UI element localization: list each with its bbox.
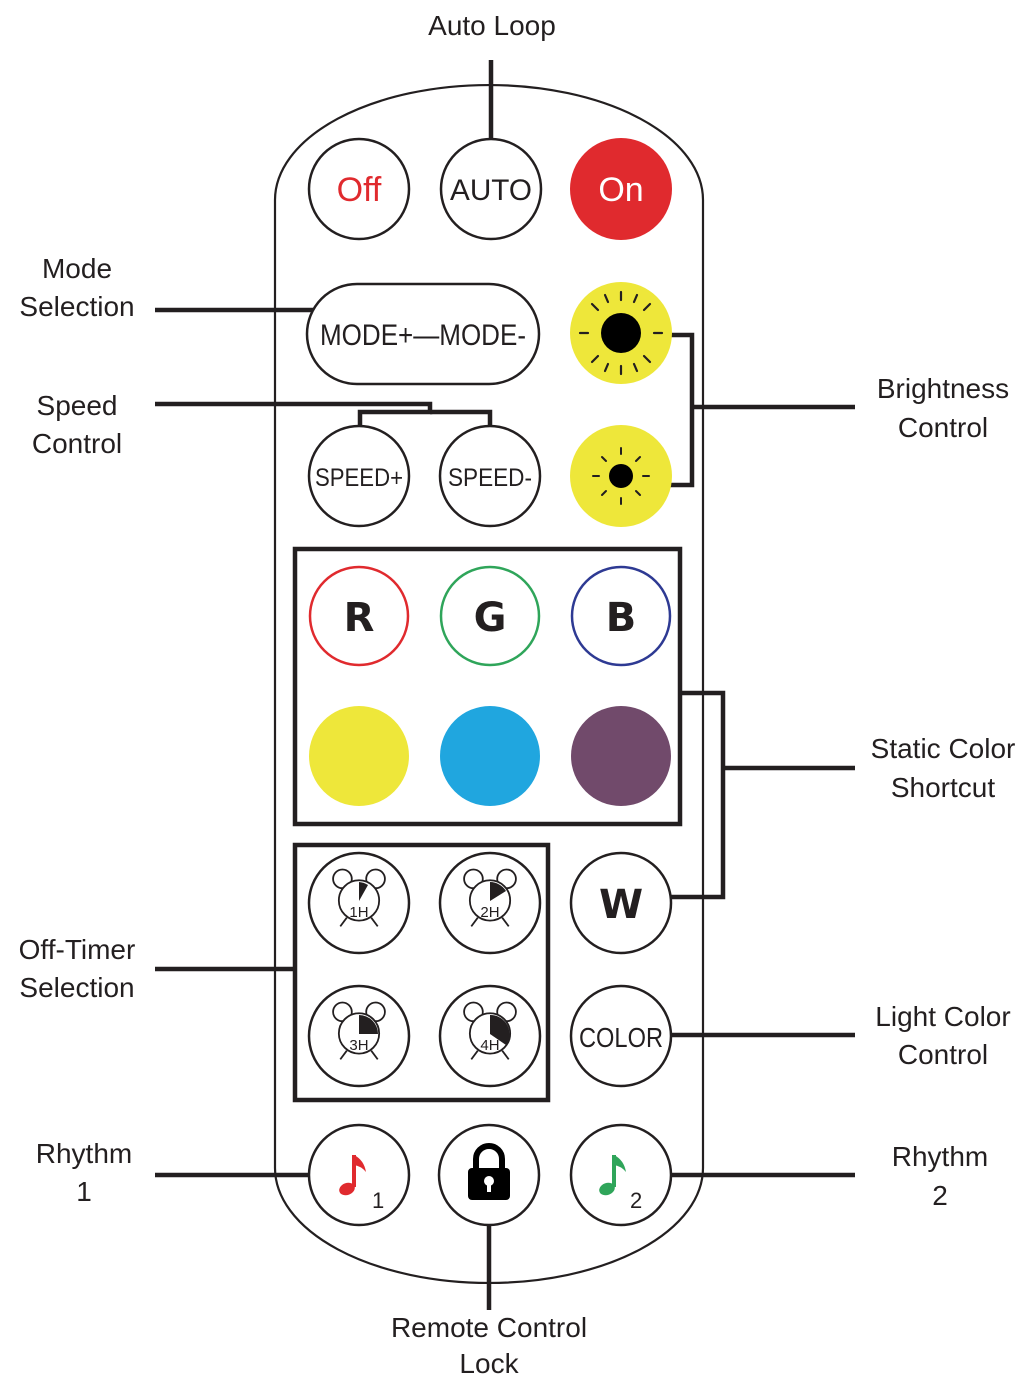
label-brightness: Control	[898, 412, 988, 443]
brightness-down-button[interactable]	[570, 425, 672, 527]
remote-body	[273, 83, 705, 1285]
label-static-color: Shortcut	[891, 772, 995, 803]
speed-minus-label: SPEED-	[448, 464, 532, 492]
padlock-icon	[468, 1143, 510, 1200]
label-rhythm-1: 1	[76, 1176, 92, 1207]
timer-1h-label: 1H	[349, 904, 368, 921]
mode-button-label: MODE+—MODE-	[320, 319, 526, 352]
white-button-label: W	[599, 882, 643, 928]
white-button[interactable]: W	[569, 851, 673, 955]
off-timer-frame	[292, 842, 551, 1103]
music-note-icon	[599, 1155, 626, 1196]
speed-plus-button[interactable]: SPEED+	[307, 424, 411, 528]
callout-lines	[155, 60, 855, 1310]
rhythm-2-subscript: 2	[630, 1188, 642, 1213]
brightness-up-button[interactable]	[570, 282, 672, 384]
label-rhythm-1: Rhythm	[36, 1138, 132, 1169]
static-color-frame	[292, 546, 683, 827]
label-off-timer: Selection	[19, 972, 134, 1003]
timer-2h-button[interactable]: 2H	[438, 851, 542, 955]
label-speed: Speed	[37, 390, 118, 421]
blue-button[interactable]: B	[570, 565, 672, 667]
auto-button[interactable]: AUTO	[439, 137, 543, 241]
green-button-label: G	[474, 595, 507, 641]
green-button[interactable]: G	[439, 565, 541, 667]
mode-button[interactable]: MODE+—MODE-	[305, 282, 541, 386]
rhythm-1-button[interactable]: 1	[307, 1123, 411, 1227]
timer-1h-button[interactable]: 1H	[307, 851, 411, 955]
label-mode: Mode	[42, 253, 112, 284]
timer-3h-label: 3H	[349, 1037, 368, 1054]
cyan-color-button[interactable]	[440, 706, 540, 806]
red-button-label: R	[344, 595, 375, 641]
timer-2h-label: 2H	[480, 904, 499, 921]
timer-3h-button[interactable]: 3H	[307, 984, 411, 1088]
off-button[interactable]: Off	[307, 137, 411, 241]
speed-plus-label: SPEED+	[315, 464, 403, 492]
label-speed: Control	[32, 428, 122, 459]
rhythm-1-subscript: 1	[372, 1188, 384, 1213]
auto-button-label: AUTO	[450, 174, 532, 207]
label-rhythm-2: Rhythm	[892, 1141, 988, 1172]
sun-large-icon	[578, 290, 664, 376]
blue-button-label: B	[606, 595, 637, 641]
label-light-color: Light Color	[875, 1001, 1010, 1032]
color-button[interactable]: COLOR	[569, 984, 673, 1088]
label-static-color: Static Color	[871, 733, 1016, 764]
callout-labels: Auto Loop Mode Selection Speed Control B…	[19, 10, 1016, 1378]
sun-small-icon	[592, 447, 650, 505]
label-brightness: Brightness	[877, 373, 1009, 404]
yellow-color-button[interactable]	[309, 706, 409, 806]
label-remote-lock: Lock	[459, 1348, 519, 1378]
label-off-timer: Off-Timer	[19, 934, 136, 965]
label-rhythm-2: 2	[932, 1180, 948, 1211]
lock-button[interactable]	[437, 1123, 541, 1227]
purple-color-button[interactable]	[571, 706, 671, 806]
red-button[interactable]: R	[308, 565, 410, 667]
color-button-label: COLOR	[579, 1022, 663, 1053]
rhythm-2-button[interactable]: 2	[569, 1123, 673, 1227]
timer-4h-label: 4H	[480, 1037, 499, 1054]
label-mode: Selection	[19, 291, 134, 322]
music-note-icon	[339, 1155, 366, 1196]
off-button-label: Off	[337, 171, 382, 209]
speed-minus-button[interactable]: SPEED-	[438, 424, 542, 528]
label-light-color: Control	[898, 1039, 988, 1070]
timer-4h-button[interactable]: 4H	[438, 984, 542, 1088]
label-remote-lock: Remote Control	[391, 1312, 587, 1343]
on-button-label: On	[598, 171, 643, 209]
on-button[interactable]: On	[570, 138, 672, 240]
label-auto-loop: Auto Loop	[428, 10, 556, 41]
